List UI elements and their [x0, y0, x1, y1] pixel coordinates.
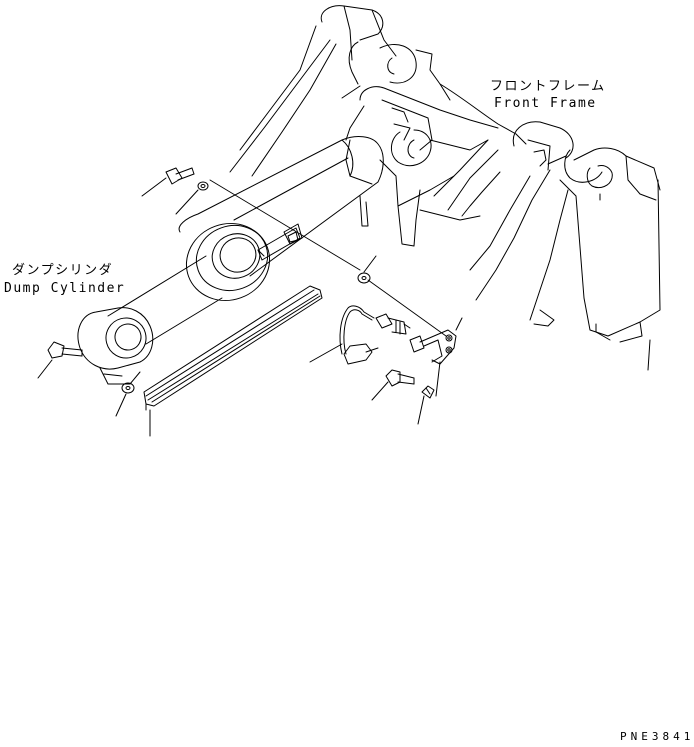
- lower-bolt: [48, 342, 82, 358]
- bracket-bolt: [386, 370, 414, 386]
- upper-bolt: [166, 168, 194, 184]
- sensor-harness: [340, 306, 410, 364]
- dump-cylinder-label-jp: ダンプシリンダ: [12, 263, 114, 278]
- upper-washer: [198, 182, 208, 190]
- dump-cylinder-label-en: Dump Cylinder: [4, 281, 126, 296]
- lower-washer: [122, 383, 134, 393]
- channel-bracket: [144, 286, 322, 410]
- drawing-code: PNE3841: [620, 730, 694, 743]
- frame-lines: [210, 180, 446, 336]
- sensor-washer: [358, 273, 370, 283]
- front-frame: [230, 6, 660, 370]
- dump-cylinder: [78, 137, 383, 384]
- front-frame-label-en: Front Frame: [494, 96, 597, 111]
- front-frame-label-jp: フロントフレーム: [490, 79, 606, 94]
- leader-lines: [38, 156, 566, 436]
- bracket-clip: [422, 386, 434, 398]
- mounting-bracket: [410, 330, 456, 364]
